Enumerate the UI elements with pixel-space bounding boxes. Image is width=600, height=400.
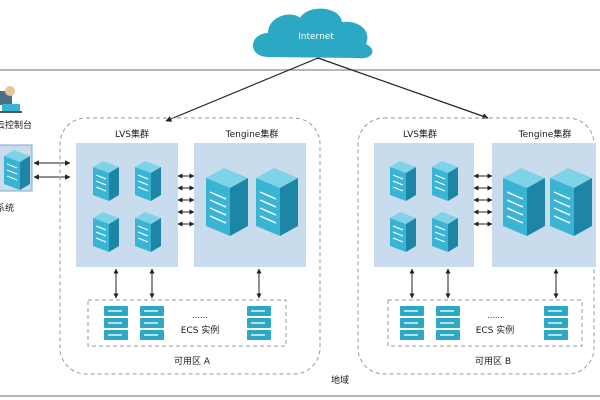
zone-a-ecs-icon <box>103 305 129 341</box>
zone-a-lvs-server-icon <box>92 160 120 202</box>
zone-b-ecs-icon <box>435 305 461 341</box>
zone-b-tengine-server-icon <box>502 167 546 237</box>
zone-a-tengine-server-icon <box>205 167 249 237</box>
zone-a-lvs-label: LVS集群 <box>115 128 149 140</box>
zone-b-lvs-server-icon <box>389 211 417 253</box>
zone-b-ecs-label: ECS 实例 <box>476 324 515 336</box>
zone-b-ecs-links <box>409 268 559 299</box>
zone-a-name: 可用区 A <box>174 356 211 367</box>
zone-a-tengine-label: Tengine集群 <box>225 128 279 140</box>
zone-a-ecs-icon <box>246 305 272 341</box>
internet-to-zone-a-arrow <box>165 57 319 122</box>
zone-a-tengine-server-icon <box>255 167 299 237</box>
zone-a-lvs-tengine-links <box>177 173 195 227</box>
zone-a-ecs-icon <box>139 305 165 341</box>
console-label: 云控制台 <box>0 119 32 131</box>
console-user-icon <box>0 86 22 113</box>
zone-b-ecs-icon <box>543 305 569 341</box>
zone-b-tengine-server-icon <box>549 167 593 237</box>
zone-b-ecs-ellipsis: ...... <box>487 311 502 320</box>
zone-b-lvs-server-icon <box>431 211 459 253</box>
internet-label: Internet <box>298 32 334 42</box>
zone-b-lvs-tengine-links <box>473 173 493 227</box>
zone-a-ecs-ellipsis: ...... <box>192 311 207 320</box>
zone-b-tengine-label: Tengine集群 <box>518 128 572 140</box>
zone-a-lvs-server-icon <box>134 160 162 202</box>
zone-a-lvs-server-icon <box>92 211 120 253</box>
zone-b-lvs-server-icon <box>389 160 417 202</box>
zone-b-lvs-server-icon <box>431 160 459 202</box>
region-label: 地域 <box>331 374 349 386</box>
zone-b-ecs-group <box>387 299 583 347</box>
zone-a-frame <box>59 117 321 375</box>
internet-cloud-icon <box>253 8 373 59</box>
internet-to-zone-b-arrow <box>317 57 489 120</box>
zone-b-lvs-label: LVS集群 <box>403 128 437 140</box>
system-server-icon <box>3 149 31 191</box>
zone-b-frame <box>357 117 595 375</box>
zone-a-ecs-group <box>87 299 287 347</box>
zone-a-lvs-server-icon <box>134 211 162 253</box>
zone-b-name: 可用区 B <box>475 356 511 367</box>
zone-b-ecs-icon <box>399 305 425 341</box>
zone-b-lvs-cluster <box>374 143 474 267</box>
zone-a-lvs-cluster <box>76 143 178 267</box>
zone-a-ecs-links <box>113 268 262 299</box>
system-label: 系统 <box>0 202 14 214</box>
zone-a-ecs-label: ECS 实例 <box>181 324 220 336</box>
